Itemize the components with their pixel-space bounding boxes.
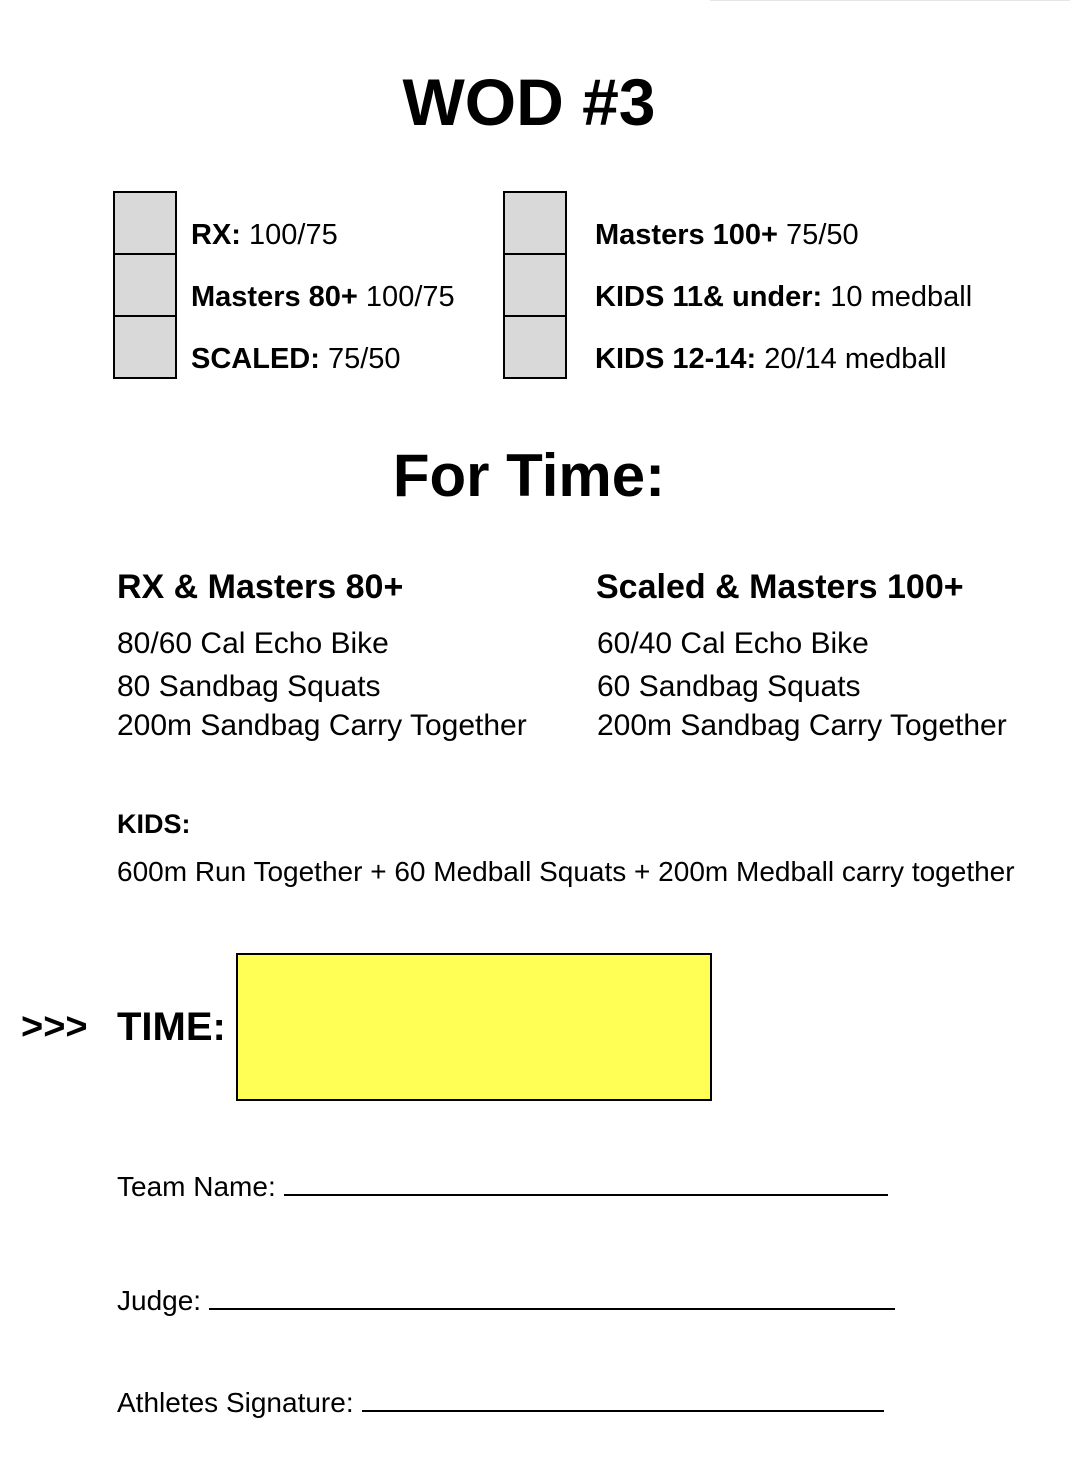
athletes-signature-field[interactable]	[361, 1382, 884, 1412]
category-label-rx: RX: 100/75	[191, 219, 338, 251]
category-label-kids-12-14: KIDS 12-14: 20/14 medball	[595, 343, 947, 375]
movement-item: 200m Sandbag Carry Together	[117, 709, 527, 742]
team-name-field[interactable]	[283, 1166, 888, 1196]
movement-item: 60/40 Cal Echo Bike	[597, 627, 869, 660]
category-label-scaled: SCALED: 75/50	[191, 343, 401, 375]
checkbox-rx[interactable]	[113, 191, 177, 255]
movement-item: 60 Sandbag Squats	[597, 670, 861, 703]
team-name-label: Team Name:	[117, 1171, 276, 1202]
checkbox-kids-12-14[interactable]	[503, 317, 567, 379]
category-label-masters-80: Masters 80+ 100/75	[191, 281, 455, 313]
category-group-right: Masters 100+ 75/50 KIDS 11& under: 10 me…	[503, 191, 972, 379]
category-label-kids-11-under: KIDS 11& under: 10 medball	[595, 281, 973, 313]
top-divider	[710, 0, 1070, 1]
athletes-signature-row: Athletes Signature:	[117, 1382, 884, 1421]
judge-row: Judge:	[117, 1280, 896, 1319]
checkbox-masters-80[interactable]	[113, 255, 177, 317]
for-time-heading: For Time:	[392, 442, 666, 509]
column-heading-scaled-masters-100: Scaled & Masters 100+	[596, 568, 964, 606]
time-label: TIME:	[117, 1005, 226, 1049]
category-group-left: RX: 100/75 Masters 80+ 100/75 SCALED: 75…	[113, 191, 455, 379]
movement-item: 200m Sandbag Carry Together	[597, 709, 1007, 742]
kids-heading: KIDS:	[117, 809, 191, 839]
arrows-indicator: >>>	[21, 1006, 88, 1048]
column-heading-rx-masters-80: RX & Masters 80+	[117, 568, 404, 606]
judge-label: Judge:	[117, 1285, 202, 1316]
athletes-signature-label: Athletes Signature:	[117, 1387, 354, 1418]
movement-item: 80 Sandbag Squats	[117, 670, 381, 703]
checkbox-masters-100[interactable]	[503, 191, 567, 255]
movement-item: 80/60 Cal Echo Bike	[117, 627, 389, 660]
page-title: WOD #3	[402, 65, 656, 139]
kids-workout-text: 600m Run Together + 60 Medball Squats + …	[117, 856, 1015, 887]
checkbox-scaled[interactable]	[113, 317, 177, 379]
time-entry-box[interactable]	[236, 953, 712, 1101]
checkbox-kids-11-under[interactable]	[503, 255, 567, 317]
judge-field[interactable]	[209, 1280, 896, 1310]
category-label-masters-100: Masters 100+ 75/50	[595, 219, 859, 251]
team-name-row: Team Name:	[117, 1166, 888, 1205]
